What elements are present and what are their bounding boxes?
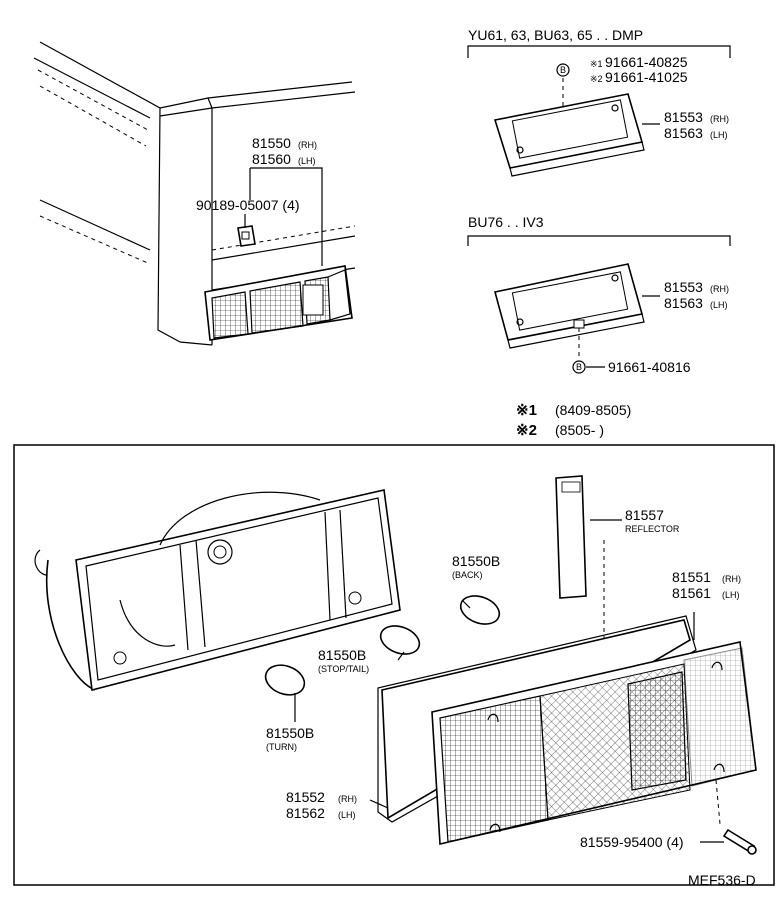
bulb-stop-label: 81550B [318, 647, 366, 663]
dmp-header: YU61, 63, BU63, 65 . . DMP [468, 27, 643, 43]
svg-text:(LH): (LH) [722, 590, 740, 600]
bulb-turn-sub: (TURN) [266, 742, 297, 752]
bracket-group-iv3: BU76 . . IV3 81553 (RH) 81563 (LH) B 916… [467, 214, 731, 375]
svg-text:(LH): (LH) [710, 130, 728, 140]
gasket-rh-label: 81552 [286, 789, 325, 805]
notes-block: ※1 (8409-8505) ※2 (8505- ) [516, 402, 631, 439]
bulb-stop: 81550B (STOP/TAIL) [318, 625, 421, 674]
gasket-lh-label: 81562 [286, 805, 325, 821]
clip-part [237, 225, 256, 247]
bracket2-lh-label: 81563 [664, 295, 703, 311]
bulb-turn-label: 81550B [266, 725, 314, 741]
combination-lamp-small [204, 265, 353, 341]
note2-range: (8505- ) [555, 422, 604, 438]
svg-text:(LH): (LH) [710, 300, 728, 310]
svg-text:B: B [576, 362, 582, 372]
svg-text:B: B [560, 65, 566, 75]
lamp-rh-label: 81550 [252, 135, 291, 151]
note1-mark-big: ※1 [516, 402, 537, 419]
note2-mark: ※2 [590, 74, 603, 84]
svg-text:(RH): (RH) [338, 794, 357, 804]
detail-frame [13, 444, 775, 886]
screw-part-label: 81559-95400 (4) [580, 834, 684, 850]
note1-range: (8409-8505) [555, 402, 631, 418]
lamp-rh-sub: (RH) [298, 140, 317, 150]
bracket2-rh-label: 81553 [664, 279, 703, 295]
bulb-turn: 81550B (TURN) [264, 664, 314, 752]
bolt2-part-label: 91661-40816 [608, 359, 691, 375]
bulb-back-label: 81550B [452, 553, 500, 569]
note2-part: 91661-41025 [605, 69, 688, 85]
lens-rh-label: 81551 [672, 569, 711, 585]
bulb-stop-sub: (STOP/TAIL) [318, 664, 369, 674]
screw-part: 81559-95400 (4) [580, 779, 757, 855]
note1-mark: ※1 [590, 59, 603, 69]
svg-text:(LH): (LH) [338, 810, 356, 820]
bolt-symbol-icon [556, 63, 570, 77]
lamp-lh-label: 81560 [252, 151, 291, 167]
bolt-symbol2-icon [572, 360, 586, 374]
reflector-part: 81557 REFLECTOR [555, 475, 680, 640]
lens-lh-label: 81561 [672, 585, 711, 601]
bracket-group-dmp: YU61, 63, BU63, 65 . . DMP B ※1 91661-40… [467, 27, 731, 177]
lens-part: 81551 (RH) 81561 (LH) [431, 569, 757, 845]
bulb-back: 81550B (BACK) [452, 553, 500, 625]
iv3-header: BU76 . . IV3 [468, 214, 544, 230]
bulb-back-sub: (BACK) [452, 570, 483, 580]
bracket-lh-label: 81563 [664, 125, 703, 141]
note1-part: 91661-40825 [605, 54, 688, 70]
drawing-code: MEF536-D [688, 872, 756, 888]
lamp-housing [34, 489, 401, 692]
clip-part-label: 90189-05007 (4) [196, 197, 300, 213]
note2-mark-big: ※2 [516, 422, 537, 439]
svg-text:(RH): (RH) [710, 114, 729, 124]
svg-text:(RH): (RH) [710, 284, 729, 294]
leader-lamp-rh [250, 167, 323, 266]
bracket-rh-label: 81553 [664, 109, 703, 125]
lamp-lh-sub: (LH) [298, 156, 316, 166]
svg-text:(RH): (RH) [722, 574, 741, 584]
reflector-sub-label: REFLECTOR [625, 524, 680, 534]
reflector-part-label: 81557 [625, 507, 664, 523]
